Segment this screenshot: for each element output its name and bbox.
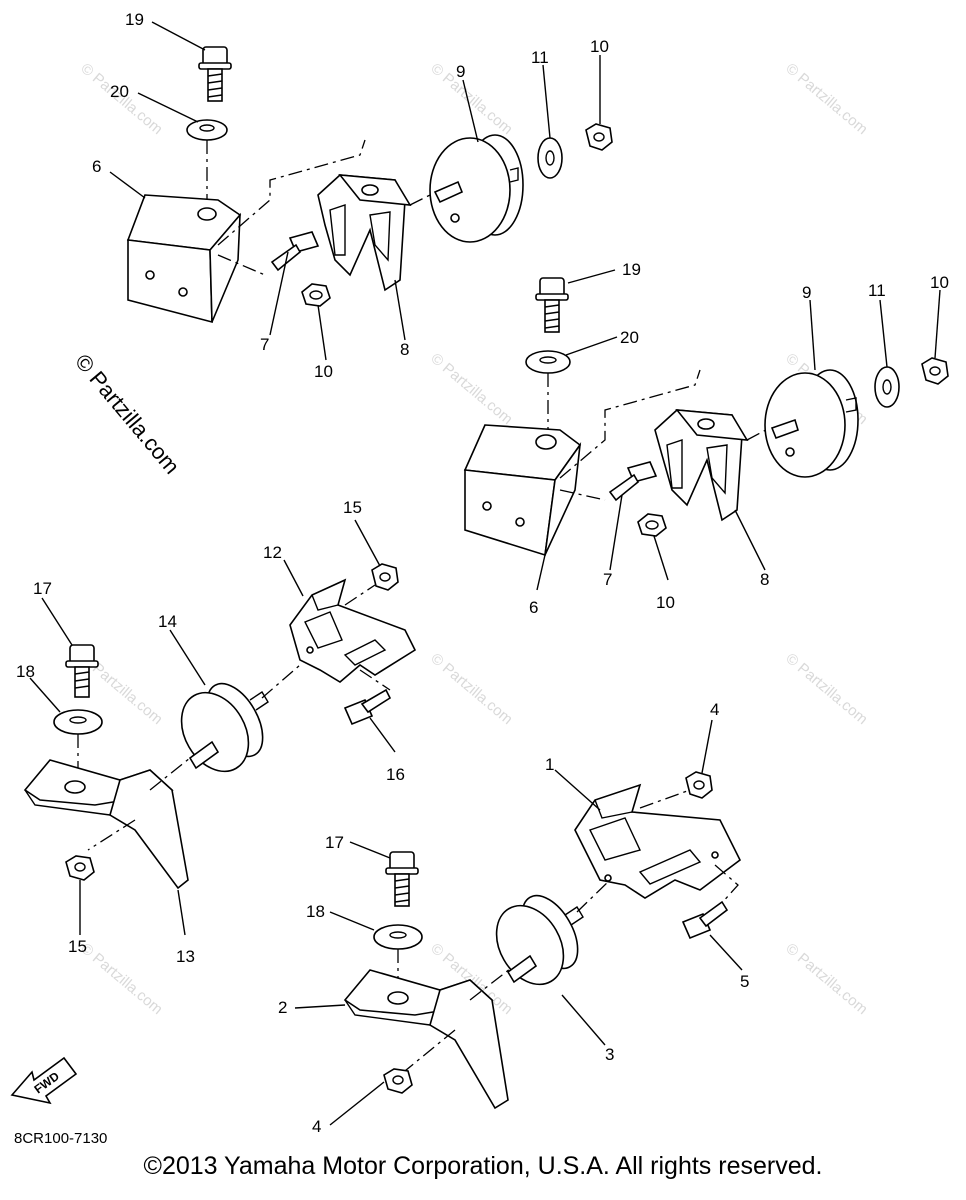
callout-6: 6 <box>92 157 101 176</box>
callout-15: 15 <box>343 498 362 517</box>
watermark-large: © Partzilla.com <box>70 349 184 479</box>
washer-11-middle <box>874 366 900 408</box>
callout-10: 10 <box>930 273 949 292</box>
washer-20-middle <box>525 350 571 374</box>
bolt-5 <box>681 900 729 940</box>
nut-15-lower-left <box>65 855 95 881</box>
callout-17: 17 <box>325 833 344 852</box>
bracket-8-upper <box>317 174 412 292</box>
callout-19: 19 <box>622 260 641 279</box>
callout-15: 15 <box>68 937 87 956</box>
callout-5: 5 <box>740 972 749 991</box>
callout-8: 8 <box>760 570 769 589</box>
nut-10-upper-right <box>585 123 613 151</box>
bracket-6-upper <box>126 194 242 324</box>
rubber-mount-14 <box>180 682 269 773</box>
callout-9: 9 <box>802 283 811 302</box>
bolt-17-left <box>65 644 99 698</box>
leader-lines <box>29 21 941 1126</box>
callout-9: 9 <box>456 62 465 81</box>
nut-4-lower <box>383 1068 413 1094</box>
nut-10-upper-left <box>301 283 331 307</box>
callout-6: 6 <box>529 598 538 617</box>
watermark: © Partzilla.com <box>782 650 870 728</box>
watermark: © Partzilla.com <box>427 60 515 138</box>
assembly-middle-right <box>463 277 949 557</box>
bracket-13 <box>23 759 189 890</box>
callout-14: 14 <box>158 612 177 631</box>
bolt-7-middle <box>608 461 658 502</box>
callout-16: 16 <box>386 765 405 784</box>
callout-17: 17 <box>33 579 52 598</box>
callout-7: 7 <box>260 335 269 354</box>
bracket-12 <box>289 578 417 683</box>
assembly-upper-left <box>126 46 613 324</box>
bolt-19-upper <box>198 46 232 102</box>
bolt-7-upper <box>270 231 320 272</box>
bolt-19-middle <box>535 277 569 333</box>
nut-4-upper <box>685 771 713 799</box>
nut-15-upper <box>371 563 399 591</box>
washer-11-upper <box>537 137 563 179</box>
callout-3: 3 <box>605 1045 614 1064</box>
bracket-1 <box>574 783 742 899</box>
callout-18: 18 <box>16 662 35 681</box>
callout-2: 2 <box>278 998 287 1017</box>
callout-4: 4 <box>710 700 719 719</box>
rubber-mount-9-upper <box>429 134 524 243</box>
callout-11: 11 <box>531 48 549 67</box>
washer-20-upper <box>186 119 228 141</box>
fwd-arrow: FWD <box>10 1056 78 1105</box>
bracket-6-middle <box>463 424 582 557</box>
callouts: 19 20 6 7 10 8 9 11 10 19 20 9 11 10 7 1… <box>16 10 949 1136</box>
bracket-8-middle <box>654 409 749 522</box>
watermark: © Partzilla.com <box>782 940 870 1018</box>
assembly-lower-left <box>23 563 417 890</box>
callout-13: 13 <box>176 947 195 966</box>
watermark: © Partzilla.com <box>427 650 515 728</box>
callout-18: 18 <box>306 902 325 921</box>
washer-18-left <box>53 709 103 735</box>
callout-11: 11 <box>868 281 886 300</box>
watermark: © Partzilla.com <box>782 60 870 138</box>
callout-10: 10 <box>314 362 333 381</box>
callout-19: 19 <box>125 10 144 29</box>
bolt-17-right <box>385 851 419 907</box>
watermark: © Partzilla.com <box>427 350 515 428</box>
callout-8: 8 <box>400 340 409 359</box>
callout-1: 1 <box>545 755 554 774</box>
nut-10-middle-left <box>637 513 667 537</box>
rubber-mount-3 <box>495 894 584 986</box>
bracket-2 <box>343 969 509 1110</box>
callout-7: 7 <box>603 570 612 589</box>
callout-20: 20 <box>620 328 639 347</box>
callout-12: 12 <box>263 543 282 562</box>
callout-4: 4 <box>312 1117 321 1136</box>
washer-18-right <box>373 924 423 950</box>
assembly-lower-right <box>343 771 742 1110</box>
rubber-mount-9-middle <box>764 369 859 478</box>
copyright-notice: ©2013 Yamaha Motor Corporation, U.S.A. A… <box>143 1152 823 1180</box>
callout-10: 10 <box>656 593 675 612</box>
callout-10: 10 <box>590 37 609 56</box>
callout-20: 20 <box>110 82 129 101</box>
bolt-16 <box>343 688 392 726</box>
diagram-code: 8CR100-7130 <box>14 1130 107 1147</box>
parts-diagram: © Partzilla.com © Partzilla.com © Partzi… <box>10 10 949 1147</box>
watermark: © Partzilla.com <box>77 940 165 1018</box>
nut-10-middle-right <box>921 357 949 385</box>
